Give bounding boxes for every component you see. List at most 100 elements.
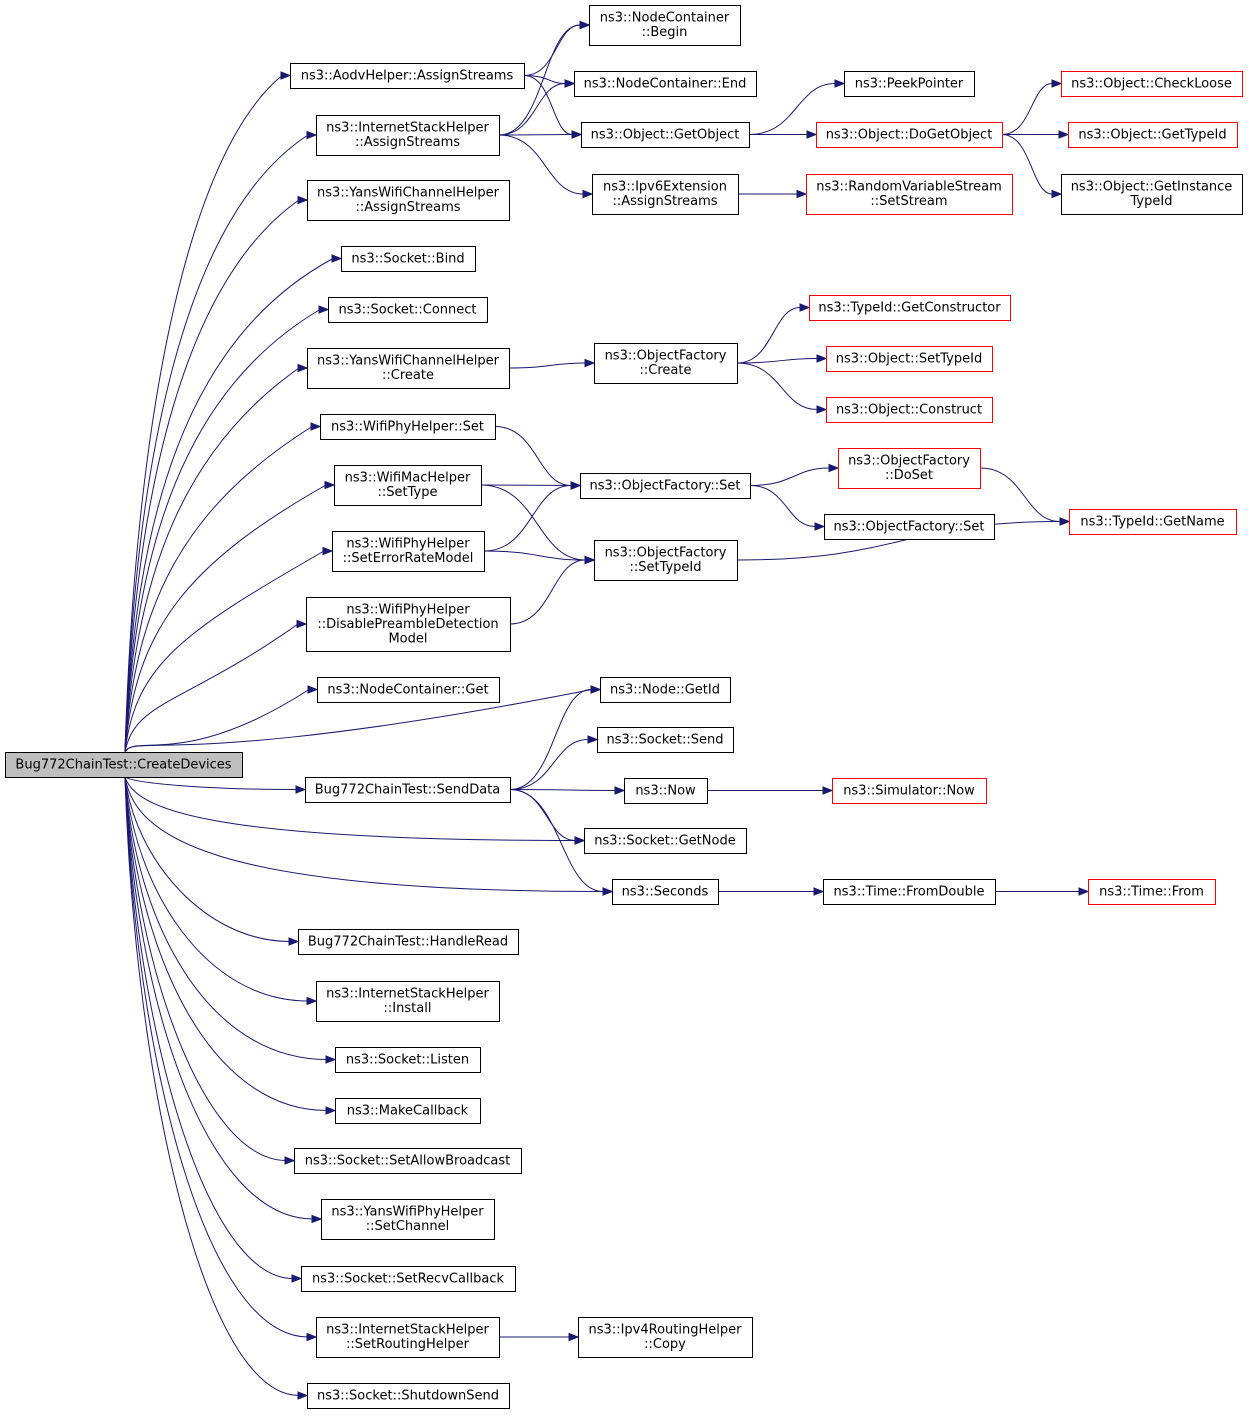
node-label: ::SetType (378, 485, 438, 500)
edge-line (124, 776, 577, 841)
edge-line (736, 307, 801, 364)
edge-arrowhead (582, 189, 594, 199)
edge-line (523, 75, 573, 135)
edge-line (124, 776, 309, 1338)
node-ish-assign[interactable]: ns3::InternetStackHelper::AssignStreams (316, 115, 500, 156)
node-sock-listen[interactable]: ns3::Socket::Listen (335, 1047, 481, 1073)
node-wph-seterr[interactable]: ns3::WifiPhyHelper::SetErrorRateModel (332, 531, 485, 572)
node-makecallback[interactable]: ns3::MakeCallback (335, 1098, 481, 1124)
node-rvs-setstream[interactable]: ns3::RandomVariableStream::SetStream (806, 174, 1013, 215)
node-ish-setrouting[interactable]: ns3::InternetStackHelper::SetRoutingHelp… (316, 1317, 500, 1358)
node-ywch-assign[interactable]: ns3::YansWifiChannelHelper::AssignStream… (307, 180, 510, 221)
node-nc-get[interactable]: ns3::NodeContainer::Get (317, 677, 500, 703)
edge-ish-assign-to-ipv6ext (498, 134, 594, 199)
node-senddata[interactable]: Bug772ChainTest::SendData (305, 777, 511, 803)
node-label: ::Create (382, 368, 434, 383)
edge-root-to-wph-set (124, 422, 322, 753)
node-sock-allowbc[interactable]: ns3::Socket::SetAllowBroadcast (294, 1148, 522, 1174)
node-wph-set[interactable]: ns3::WifiPhyHelper::Set (320, 414, 496, 440)
node-of-doset[interactable]: ns3::ObjectFactory::DoSet (838, 448, 981, 489)
node-of-set2[interactable]: ns3::ObjectFactory::Set (824, 514, 995, 540)
edge-arrowhead (295, 785, 307, 794)
node-wmh-settype[interactable]: ns3::WifiMacHelper::SetType (334, 465, 482, 506)
edge-root-to-nc-get (124, 685, 319, 753)
edge-arrowhead (1051, 189, 1063, 199)
node-sim-now[interactable]: ns3::Simulator::Now (832, 778, 987, 804)
node-label: TypeId (1130, 194, 1173, 209)
edge-senddata-to-sock-getnode (509, 789, 586, 845)
node-label: ns3::NodeContainer (600, 11, 730, 26)
node-obj-settypeid[interactable]: ns3::Object::SetTypeId (826, 346, 993, 372)
node-label: ::DoSet (885, 468, 933, 483)
edge-line (124, 426, 313, 753)
edge-ywch-create-to-of-create (508, 358, 596, 369)
edge-arrowhead (806, 130, 818, 139)
node-typeid-getctor[interactable]: ns3::TypeId::GetConstructor (809, 295, 1011, 321)
edge-line (124, 776, 291, 942)
node-ywch-create[interactable]: ns3::YansWifiChannelHelper::Create (307, 348, 510, 389)
node-nc-end[interactable]: ns3::NodeContainer::End (574, 71, 757, 97)
node-label: ::Install (384, 1001, 432, 1016)
node-obj-dogetobject[interactable]: ns3::Object::DoGetObject (816, 122, 1003, 148)
node-of-set[interactable]: ns3::ObjectFactory::Set (580, 473, 751, 499)
node-label: ::Create (640, 363, 692, 378)
node-of-create[interactable]: ns3::ObjectFactory::Create (594, 343, 738, 384)
edge-arrowhead (322, 546, 334, 556)
node-sock-send[interactable]: ns3::Socket::Send (597, 727, 734, 753)
node-box (301, 1266, 516, 1292)
node-ipv4rh-copy[interactable]: ns3::Ipv4RoutingHelper::Copy (578, 1317, 753, 1358)
node-label: ns3::Socket::Connect (338, 302, 476, 317)
edge-arrowhead (571, 130, 583, 139)
node-typeid-getname[interactable]: ns3::TypeId::GetName (1069, 509, 1237, 535)
node-sock-recvcb[interactable]: ns3::Socket::SetRecvCallback (301, 1266, 516, 1292)
node-ipv6ext[interactable]: ns3::Ipv6Extension::AssignStreams (592, 174, 739, 215)
node-box (307, 180, 510, 221)
node-sock-bind[interactable]: ns3::Socket::Bind (341, 246, 476, 272)
node-obj-getobject[interactable]: ns3::Object::GetObject (581, 122, 750, 148)
edge-arrowhead (814, 522, 826, 531)
node-node-getid[interactable]: ns3::Node::GetId (600, 677, 731, 703)
edge-root-to-wph-disable (124, 619, 308, 753)
node-aodv[interactable]: ns3::AodvHelper::AssignStreams (290, 63, 525, 89)
node-handleread[interactable]: Bug772ChainTest::HandleRead (298, 929, 519, 955)
edge-line (523, 75, 566, 84)
node-label: ::Begin (642, 25, 688, 40)
node-seconds[interactable]: ns3::Seconds (612, 879, 719, 905)
edge-line (124, 309, 321, 753)
node-obj-checkloose[interactable]: ns3::Object::CheckLoose (1061, 71, 1243, 97)
edge-line (124, 776, 298, 790)
node-box (594, 540, 738, 581)
node-of-settypeid[interactable]: ns3::ObjectFactory::SetTypeId (594, 540, 738, 581)
node-obj-construct[interactable]: ns3::Object::Construct (826, 397, 993, 423)
node-sock-connect[interactable]: ns3::Socket::Connect (328, 297, 488, 323)
node-label: ns3::Object::CheckLoose (1071, 76, 1232, 91)
node-label: ns3::Now (635, 783, 696, 798)
node-box (580, 473, 751, 499)
node-box (578, 1317, 753, 1358)
node-wph-disable[interactable]: ns3::WifiPhyHelper::DisablePreambleDetec… (306, 597, 511, 652)
node-root[interactable]: Bug772ChainTest::CreateDevices (5, 752, 243, 778)
node-ish-install[interactable]: ns3::InternetStackHelper::Install (316, 981, 500, 1022)
edge-obj-dogetobject-to-obj-gettypeid (1002, 130, 1070, 139)
edge-line (124, 367, 300, 753)
edge-of-set-to-of-set2 (749, 485, 826, 531)
node-sock-getnode[interactable]: ns3::Socket::GetNode (584, 828, 747, 854)
edge-line (124, 689, 310, 753)
node-ywph-setch[interactable]: ns3::YansWifiPhyHelper::SetChannel (321, 1199, 495, 1240)
edge-line (124, 776, 605, 892)
node-time-fromdouble[interactable]: ns3::Time::FromDouble (823, 879, 996, 905)
edge-arrowhead (590, 685, 602, 694)
node-box (320, 414, 496, 440)
node-label: ns3::ObjectFactory::Set (589, 478, 740, 493)
node-box (305, 777, 511, 803)
node-sock-shutdown[interactable]: ns3::Socket::ShutdownSend (307, 1383, 510, 1409)
node-label: Bug772ChainTest::SendData (315, 782, 501, 797)
node-now[interactable]: ns3::Now (624, 778, 708, 804)
node-box (1088, 879, 1216, 905)
node-nc-begin[interactable]: ns3::NodeContainer::Begin (589, 5, 741, 46)
node-obj-gettypeid[interactable]: ns3::Object::GetTypeId (1068, 122, 1238, 148)
node-label: ns3::Simulator::Now (843, 783, 975, 798)
node-time-from[interactable]: ns3::Time::From (1088, 879, 1216, 905)
node-peekpointer[interactable]: ns3::PeekPointer (844, 71, 975, 97)
